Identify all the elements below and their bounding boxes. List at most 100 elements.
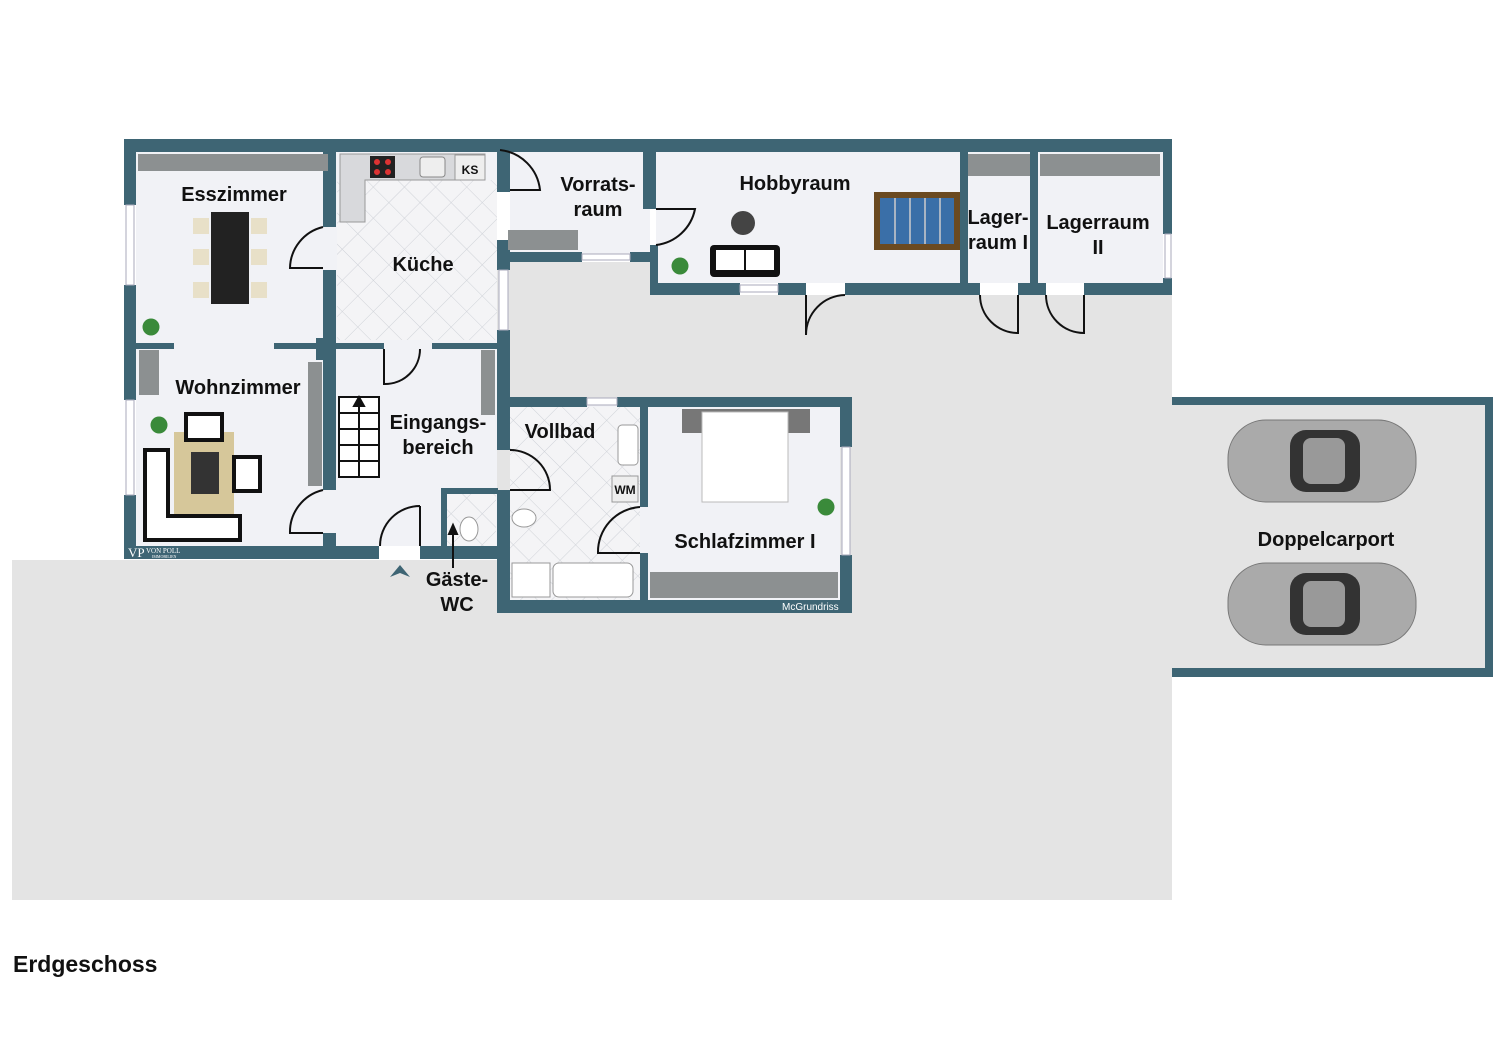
wall xyxy=(1163,278,1172,295)
wall xyxy=(336,343,384,349)
wardrobe xyxy=(1040,154,1160,176)
wall xyxy=(420,546,510,559)
sink-icon xyxy=(419,156,446,178)
window xyxy=(841,446,851,556)
wall xyxy=(124,139,136,205)
svg-text:VON POLL: VON POLL xyxy=(146,547,180,555)
wall xyxy=(640,407,648,507)
door-swing xyxy=(499,149,542,191)
wall xyxy=(497,397,587,407)
svg-text:IMMOBILIEN: IMMOBILIEN xyxy=(152,554,177,559)
door-swing xyxy=(1045,294,1085,335)
washer-label: WM xyxy=(614,483,635,497)
window xyxy=(739,284,779,293)
wall xyxy=(617,397,852,407)
wall xyxy=(497,600,852,613)
von-poll-logo: VP VON POLL IMMOBILIEN xyxy=(128,545,180,560)
door-swing xyxy=(805,294,846,336)
carport-cars xyxy=(1227,419,1417,646)
window xyxy=(1164,233,1172,279)
wardrobe xyxy=(508,230,578,250)
door-swing xyxy=(379,505,421,547)
window xyxy=(125,399,135,496)
wardrobe xyxy=(481,350,495,415)
room-label-doppelcarport-1: Doppelcarport xyxy=(1258,529,1395,551)
room-label-schlafzimmer-1-1: Schlafzimmer I xyxy=(674,531,815,553)
wall xyxy=(650,283,740,295)
credit-text: McGrundriss xyxy=(782,602,839,613)
foosball-table-icon xyxy=(874,192,960,250)
wardrobe xyxy=(308,362,322,486)
room-label-hobbyraum-1: Hobbyraum xyxy=(739,173,850,195)
wall xyxy=(1163,139,1172,234)
wardrobes xyxy=(138,154,1160,598)
doors xyxy=(288,149,1085,554)
washer-icon xyxy=(611,475,639,503)
wall xyxy=(650,245,658,295)
wc-arrow-icon xyxy=(447,522,459,568)
fridge-icon xyxy=(454,154,486,181)
wall xyxy=(323,270,336,360)
wall xyxy=(643,139,656,209)
wall xyxy=(960,152,968,295)
wall xyxy=(1172,668,1493,677)
wall xyxy=(497,252,582,262)
window xyxy=(498,269,509,331)
wall xyxy=(323,533,336,553)
wardrobe xyxy=(968,154,1030,176)
floor-title: Erdgeschoss xyxy=(13,951,158,977)
kitchen-counter: KS xyxy=(339,153,486,223)
room-label-esszimmer-1: Esszimmer xyxy=(181,184,287,206)
door-swing xyxy=(596,506,641,554)
wall xyxy=(274,343,324,349)
wall xyxy=(1172,397,1493,405)
room-label-eingangsbereich-1: Eingangs- xyxy=(390,412,487,434)
wall xyxy=(136,343,174,349)
door-swing xyxy=(979,294,1019,335)
wall xyxy=(640,553,648,603)
room-labels: EsszimmerKücheVorrats-raumHobbyraumLager… xyxy=(175,173,1394,616)
room-label-vollbad-1: Vollbad xyxy=(525,421,596,443)
wardrobe xyxy=(650,572,838,598)
wall xyxy=(1485,397,1493,677)
wall xyxy=(441,490,447,548)
room-label-lagerraum-1-1: Lager- xyxy=(967,207,1028,229)
wall xyxy=(497,490,510,613)
room-label-vorratsraum-2: raum xyxy=(574,199,623,221)
wall xyxy=(840,397,852,447)
door-swing xyxy=(509,449,552,491)
door-swing xyxy=(288,489,324,534)
entrance-arrow-icon xyxy=(390,565,410,577)
wall xyxy=(497,330,510,450)
door-swing xyxy=(655,208,697,246)
room-label-wohnzimmer-1: Wohnzimmer xyxy=(175,377,300,399)
wall xyxy=(124,285,136,400)
room-label-gaeste-wc-2: WC xyxy=(440,594,473,616)
wall xyxy=(497,152,510,192)
room-label-lagerraum-2-2: II xyxy=(1092,237,1103,259)
bath-fixtures xyxy=(459,424,639,598)
plant-icon xyxy=(142,257,835,516)
svg-text:VP: VP xyxy=(128,545,145,560)
wall xyxy=(124,495,136,559)
room-label-lagerraum-2-1: Lagerraum xyxy=(1046,212,1149,234)
wall xyxy=(441,488,498,494)
bed-icon xyxy=(682,409,810,503)
wall xyxy=(630,252,656,262)
wall xyxy=(778,283,806,295)
room-label-lagerraum-1-2: raum I xyxy=(968,232,1028,254)
window xyxy=(125,204,135,286)
wardrobe xyxy=(138,154,328,171)
door-swing xyxy=(288,226,324,269)
window xyxy=(586,397,618,406)
sofa-set-icon xyxy=(143,412,262,542)
wall xyxy=(845,283,980,295)
wall xyxy=(323,360,336,490)
door-swing xyxy=(383,348,421,386)
wardrobe xyxy=(139,350,159,395)
car-icon xyxy=(1227,562,1417,646)
room-label-gaeste-wc-1: Gäste- xyxy=(426,569,488,591)
room-label-vorratsraum-1: Vorrats- xyxy=(560,174,635,196)
wall xyxy=(124,546,379,559)
